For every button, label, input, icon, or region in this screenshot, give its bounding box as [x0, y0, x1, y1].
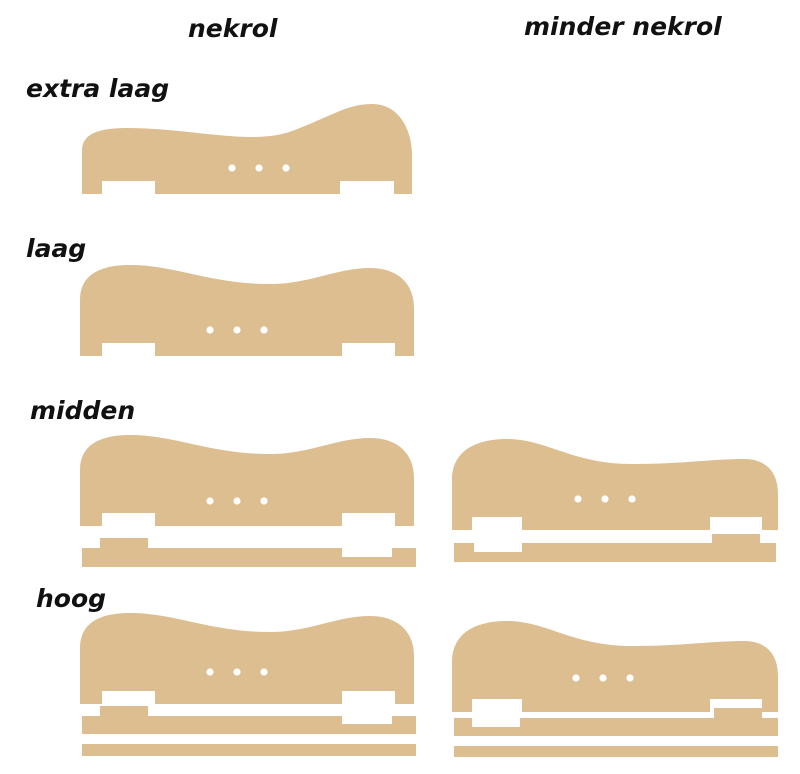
pillow-midden-nekrol [80, 435, 414, 526]
column-header-nekrol: nekrol [188, 14, 278, 43]
row-label-extra-laag: extra laag [26, 74, 170, 103]
insert-plate-hoog-nekrol [82, 706, 416, 756]
pillow-extra-laag-nekrol [82, 104, 412, 194]
insert-plate-midden-nekrol [82, 538, 416, 567]
row-label-midden: midden [30, 396, 136, 425]
row-label-laag: laag [26, 234, 87, 263]
row-label-hoog: hoog [36, 584, 107, 613]
insert-plate-hoog-minder-nekrol [454, 708, 778, 757]
pillow-midden-minder-nekrol [452, 439, 778, 530]
pillow-laag-nekrol [80, 265, 414, 356]
pillow-hoog-nekrol [80, 613, 414, 704]
pillow-hoog-minder-nekrol [452, 621, 778, 712]
insert-plate-midden-minder-nekrol [454, 534, 776, 562]
column-header-minder-nekrol: minder nekrol [524, 12, 722, 41]
